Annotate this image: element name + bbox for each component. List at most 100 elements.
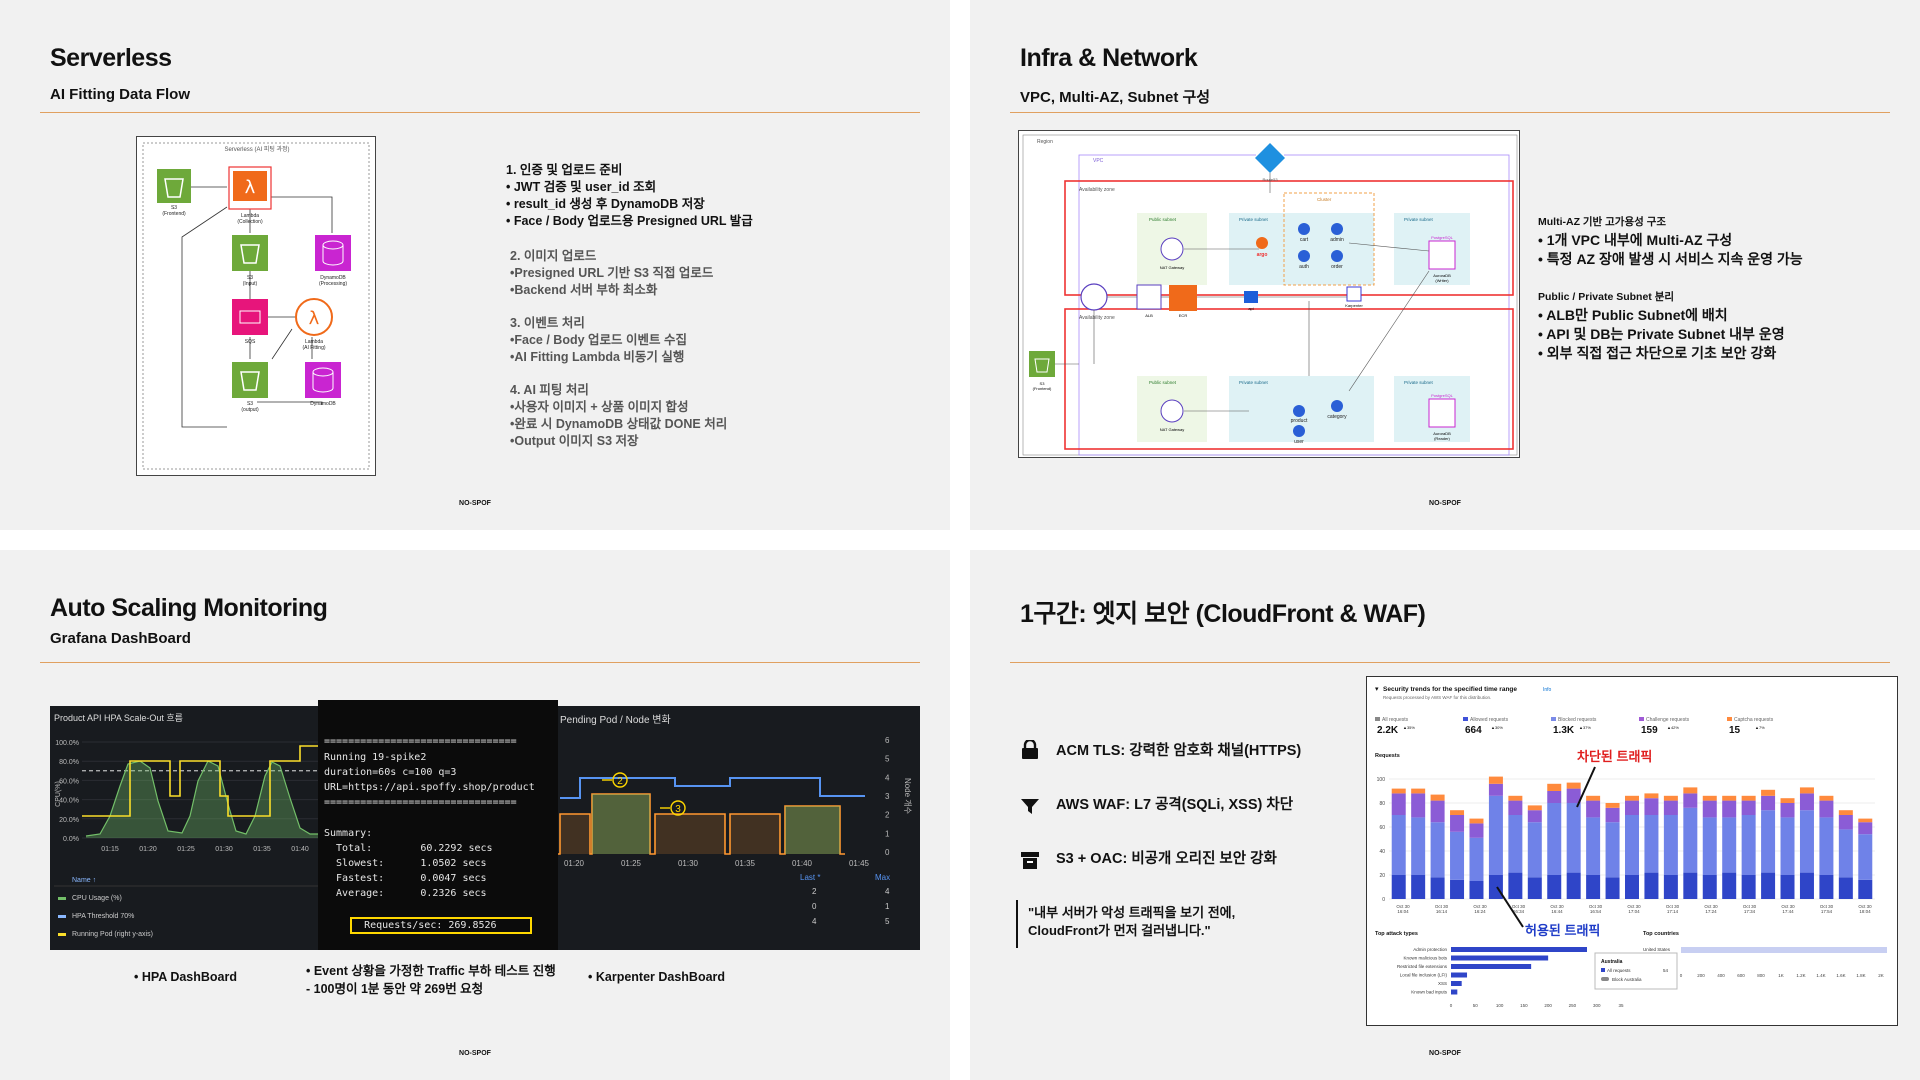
quote-line1: "내부 서버가 악성 트래픽을 보기 전에, bbox=[1028, 905, 1236, 920]
footer: NO-SPOF bbox=[1429, 1050, 1461, 1057]
x-tick-label: 01:40 bbox=[792, 859, 813, 868]
request-bar-segment bbox=[1508, 795, 1523, 801]
x-tick-label: 01:25 bbox=[621, 859, 642, 868]
filter-icon bbox=[1020, 796, 1040, 816]
request-bar-segment bbox=[1722, 872, 1737, 899]
x-tick-label: 100 bbox=[1496, 1003, 1504, 1008]
y-tick-label: 0 bbox=[885, 848, 890, 857]
request-bar-segment bbox=[1566, 872, 1581, 899]
legend-label: Running Pod (right y-axis) bbox=[72, 931, 153, 938]
request-bar-segment bbox=[1741, 875, 1756, 899]
request-bar-segment bbox=[1586, 800, 1601, 818]
country-bar bbox=[1681, 947, 1887, 953]
footer: NO-SPOF bbox=[1429, 500, 1461, 507]
diagram-label: Private subnet bbox=[1404, 380, 1434, 385]
y-tick-label: 20.0% bbox=[59, 817, 79, 824]
waf-chart: ▾Security trends for the specified time … bbox=[1375, 686, 1887, 1008]
stat-label: Challenge requests bbox=[1646, 717, 1690, 723]
step-heading: 1. 인증 및 업로드 준비 bbox=[506, 163, 623, 177]
request-bar-segment bbox=[1411, 817, 1426, 875]
top-countries-heading: Top countries bbox=[1643, 931, 1679, 937]
slide-subtitle: Grafana DashBoard bbox=[50, 630, 191, 647]
igw-icon bbox=[1080, 283, 1108, 311]
y-tick-label: 80.0% bbox=[59, 759, 79, 766]
request-bar-segment bbox=[1683, 787, 1698, 794]
request-bar-segment bbox=[1644, 793, 1659, 799]
diagram-label: PostgreSQL bbox=[1431, 235, 1454, 240]
step-item: •Face / Body 업로드 이벤트 수집 bbox=[510, 333, 687, 347]
request-bar-segment bbox=[1819, 875, 1834, 899]
caption-loadtest-line1: • Event 상황을 가정한 Traffic 부하 테스트 진행 bbox=[306, 964, 556, 978]
y-tick-label: 5 bbox=[885, 755, 890, 764]
diagram-label: NAT Gateway bbox=[1160, 265, 1185, 270]
stat-delta: ▲7% bbox=[1755, 725, 1765, 730]
ecr-icon bbox=[1169, 285, 1197, 311]
divider bbox=[1010, 112, 1890, 113]
diagram-label: Public subnet bbox=[1149, 217, 1177, 222]
stat-value: 664 bbox=[1465, 725, 1482, 736]
step-item: • JWT 검증 및 user_id 조회 bbox=[506, 180, 657, 194]
y-axis-label: Node 개수 bbox=[903, 778, 913, 814]
y-tick-label: 1 bbox=[885, 829, 890, 838]
request-bar-segment bbox=[1644, 798, 1659, 815]
request-bar-segment bbox=[1488, 795, 1503, 875]
attack-label: Local file inclusion (LFI) bbox=[1400, 973, 1448, 978]
request-bar-segment bbox=[1644, 872, 1659, 899]
request-bar-segment bbox=[1702, 800, 1717, 818]
request-bar-segment bbox=[1663, 800, 1678, 815]
request-bar-segment bbox=[1625, 800, 1639, 815]
x-tick-label: 01:35 bbox=[253, 846, 271, 853]
request-bar-segment bbox=[1450, 815, 1465, 832]
attack-bar bbox=[1451, 955, 1549, 961]
acm-item: ACM TLS: 강력한 암호화 채널(HTTPS) bbox=[1056, 743, 1302, 759]
blocked-traffic-label: 차단된 트래픽 bbox=[1577, 749, 1652, 764]
diagram-label: cart bbox=[1300, 237, 1309, 243]
table-cell: 1 bbox=[885, 902, 890, 911]
caption-loadtest-line2: - 100명이 1분 동안 약 269번 요청 bbox=[306, 982, 484, 996]
x-tick-label: 0 bbox=[1680, 973, 1683, 978]
divider bbox=[40, 112, 920, 113]
x-tick-label: 01:30 bbox=[678, 859, 699, 868]
request-bar-segment bbox=[1391, 815, 1406, 875]
slide-title: 1구간: 엣지 보안 (CloudFront & WAF) bbox=[1020, 600, 1426, 628]
info-link[interactable]: Info bbox=[1543, 687, 1552, 693]
attack-label: XSS bbox=[1438, 981, 1447, 986]
diagram-label: user bbox=[1294, 439, 1304, 445]
terminal-output: ================================ Running… bbox=[324, 736, 535, 900]
caption-hpa: • HPA DashBoard bbox=[134, 970, 238, 984]
diagram-label: Private subnet bbox=[1239, 217, 1269, 222]
request-bar-segment bbox=[1663, 795, 1678, 801]
alb-icon bbox=[1136, 284, 1162, 310]
stat-delta: ▲37% bbox=[1579, 725, 1591, 730]
request-bar-segment bbox=[1605, 803, 1620, 808]
country-label: United States bbox=[1643, 947, 1671, 952]
request-bar-segment bbox=[1605, 822, 1620, 878]
x-tick-label: 01:30 bbox=[215, 846, 233, 853]
request-bar-segment bbox=[1838, 877, 1853, 899]
request-bar-segment bbox=[1741, 815, 1756, 875]
x-tick-label: 01:20 bbox=[564, 859, 585, 868]
y-tick-label: 60.0% bbox=[59, 778, 79, 785]
cpu-area bbox=[86, 761, 330, 838]
request-bar-segment bbox=[1722, 800, 1737, 818]
legend-header: Name ↑ bbox=[72, 877, 96, 884]
request-bar-segment bbox=[1586, 817, 1601, 875]
tooltip-title: Australia bbox=[1601, 959, 1623, 965]
request-bar-segment bbox=[1838, 829, 1853, 878]
toggle-switch[interactable] bbox=[1601, 977, 1609, 981]
diagram-label: product bbox=[1291, 418, 1308, 424]
stat-label: Captcha requests bbox=[1734, 717, 1774, 723]
request-bar-segment bbox=[1858, 818, 1873, 823]
slide-title: Infra & Network bbox=[1020, 44, 1198, 72]
y-tick-label: 6 bbox=[885, 736, 890, 745]
attack-bar bbox=[1451, 981, 1462, 986]
legend-swatch bbox=[58, 915, 66, 918]
requests-per-sec: Requests/sec: 269.8526 bbox=[350, 916, 533, 934]
request-bar-segment bbox=[1780, 817, 1795, 875]
request-bar-segment bbox=[1605, 877, 1620, 899]
api-icon bbox=[1244, 291, 1258, 303]
